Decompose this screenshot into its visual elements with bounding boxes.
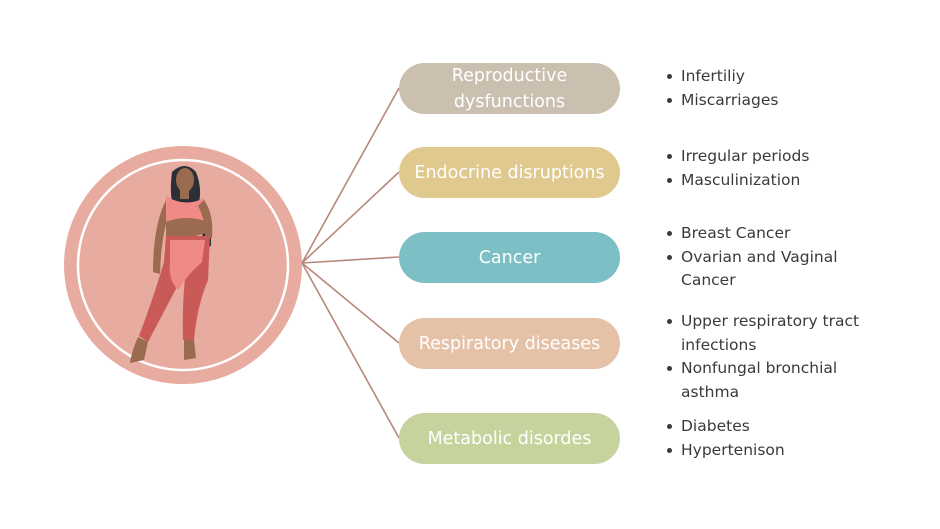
list-item: Irregular periods bbox=[664, 145, 871, 169]
list-item: Diabetes bbox=[664, 415, 871, 439]
list-item: Infertiliy bbox=[664, 65, 871, 89]
category-pill-metabolic: Metabolic disordes bbox=[399, 413, 620, 464]
connector-endocrine bbox=[301, 171, 400, 264]
inner-ring bbox=[76, 158, 290, 372]
list-item: Masculinization bbox=[664, 169, 871, 193]
category-pill-reproductive: Reproductive dysfunctions bbox=[399, 63, 620, 114]
category-label: Respiratory diseases bbox=[418, 333, 601, 354]
bullet-list-cancer: Breast Cancer Ovarian and Vaginal Cancer bbox=[664, 222, 871, 293]
list-item: Miscarriages bbox=[664, 89, 871, 113]
bullet-list-reproductive: Infertiliy Miscarriages bbox=[664, 65, 871, 112]
bullet-list-metabolic: Diabetes Hypertenison bbox=[664, 415, 871, 462]
list-item: Breast Cancer bbox=[664, 222, 871, 246]
connector-metabolic bbox=[301, 262, 400, 439]
connector-respiratory bbox=[301, 262, 400, 344]
bullet-list-respiratory: Upper respiratory tract infections Nonfu… bbox=[664, 310, 871, 404]
connector-cancer bbox=[301, 256, 400, 264]
list-item: Ovarian and Vaginal Cancer bbox=[664, 246, 871, 293]
category-pill-endocrine: Endocrine disruptions bbox=[399, 147, 620, 198]
connector-reproductive bbox=[301, 87, 400, 264]
category-label: Cancer bbox=[478, 247, 541, 268]
bullet-list-endocrine: Irregular periods Masculinization bbox=[664, 145, 871, 192]
category-label: Endocrine disruptions bbox=[414, 162, 605, 183]
category-pill-cancer: Cancer bbox=[399, 232, 620, 283]
category-label: Reproductive dysfunctions bbox=[451, 65, 568, 112]
category-label: Metabolic disordes bbox=[427, 428, 592, 449]
woman-figure-icon bbox=[130, 166, 213, 363]
list-item: Hypertenison bbox=[664, 439, 871, 463]
list-item: Nonfungal bronchial asthma bbox=[664, 357, 871, 404]
list-item: Upper respiratory tract infections bbox=[664, 310, 871, 357]
category-pill-respiratory: Respiratory diseases bbox=[399, 318, 620, 369]
